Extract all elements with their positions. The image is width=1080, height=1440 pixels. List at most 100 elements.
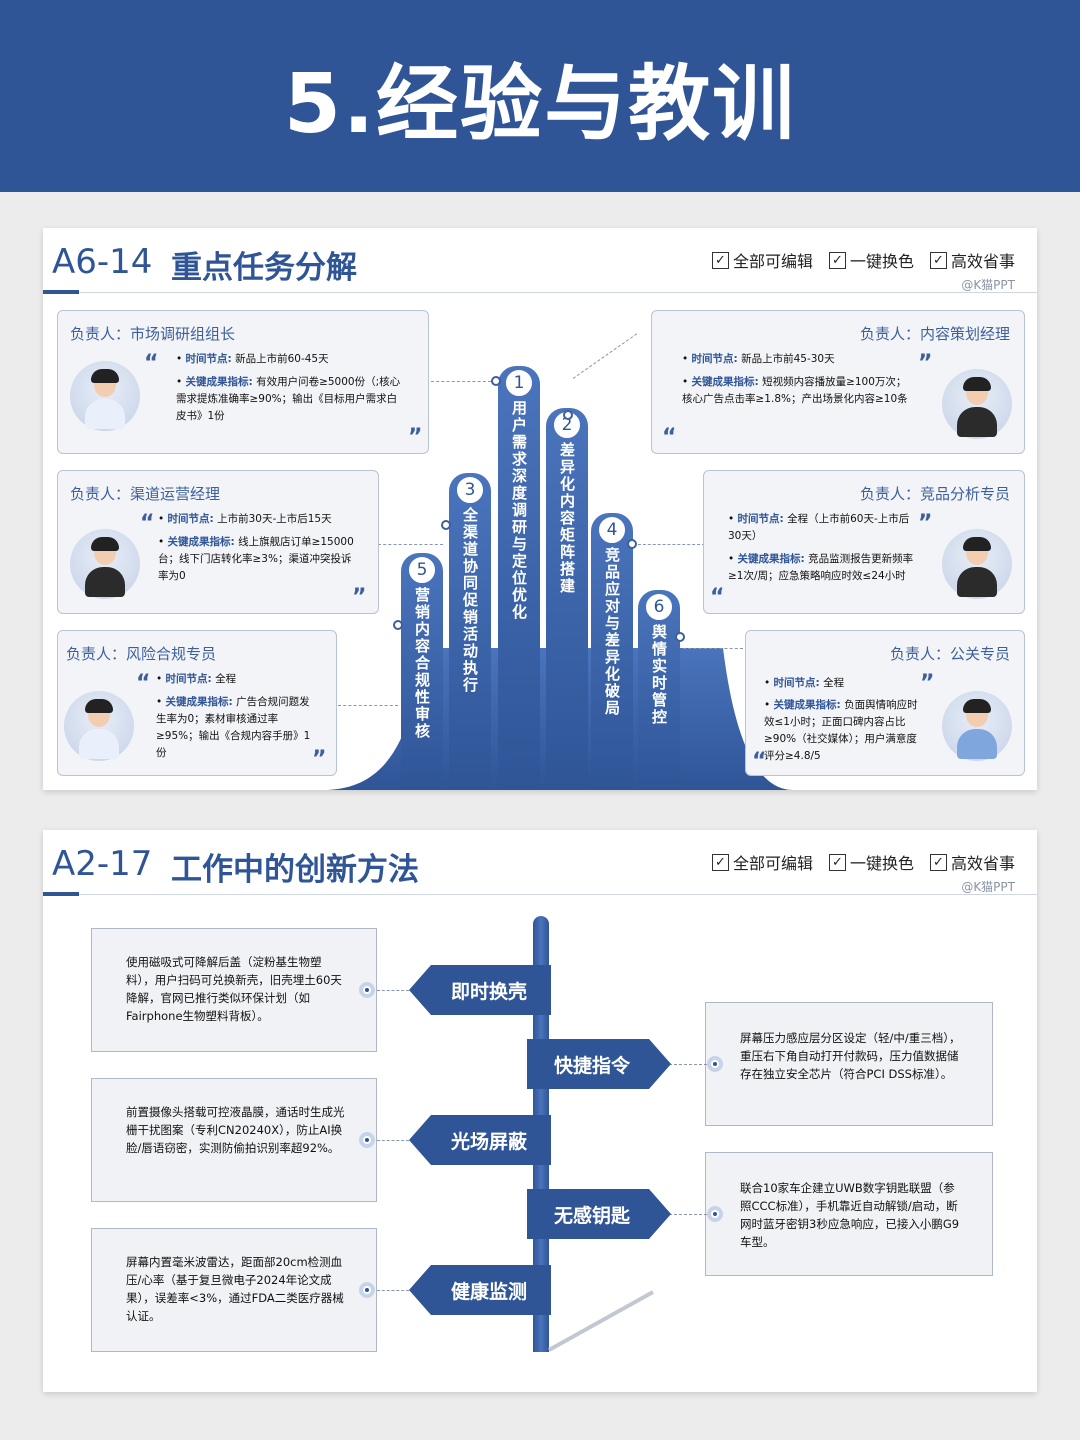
avatar <box>942 369 1012 439</box>
label-quick-command: 快捷指令 <box>527 1039 671 1089</box>
quote-open-icon: “ <box>136 671 151 696</box>
brand-watermark: @K猫PPT <box>961 880 1015 894</box>
card-kpi: • 关键成果指标: 短视频内容播放量≥100万次；核心广告点击率≥1.8%；产出… <box>682 376 908 405</box>
card-time: • 时间节点: 全程 <box>156 673 237 685</box>
checkbox-icon: ✓ <box>711 251 729 269</box>
feature-item: ✓一键换色 <box>828 248 914 272</box>
connector <box>377 990 409 991</box>
quote-open-icon: “ <box>144 351 159 376</box>
connector-dot <box>675 632 685 642</box>
card-kpi: • 关键成果指标: 竞品监测报告更新频率≥1次/周；应急策略响应时效≤24小时 <box>728 553 914 582</box>
quote-open-icon: “ <box>710 585 725 610</box>
method-box-left: 屏幕内置毫米波雷达，距面部20cm检测血压/心率（基于复旦微电子2024年论文成… <box>91 1228 377 1352</box>
quote-open-icon: “ <box>140 511 155 536</box>
method-box-right: 屏幕压力感应层分区设定（轻/中/重三档），重压右下角自动打开付款码，压力值数据储… <box>705 1002 993 1126</box>
connector-dot <box>563 410 573 420</box>
divider-accent <box>43 290 79 294</box>
pole-shadow <box>548 1290 654 1352</box>
connector <box>338 705 398 706</box>
connector <box>378 544 443 545</box>
card-role: 负责人：渠道运营经理 <box>70 485 221 503</box>
connector-dot <box>707 1056 723 1072</box>
card-time: • 时间节点: 上市前30天-上市后15天 <box>158 513 332 525</box>
connector-dot <box>627 539 637 549</box>
method-box-right: 联合10家车企建立UWB数字钥匙联盟（参照CCC标准），手机靠近自动解锁/启动，… <box>705 1152 993 1276</box>
avatar <box>942 529 1012 599</box>
label-lightfield-shield: 光场屏蔽 <box>409 1115 551 1165</box>
feature-item: ✓高效省事 <box>929 248 1015 272</box>
card-role: 负责人：市场调研组组长 <box>70 325 236 343</box>
card-channel-ops: 负责人：渠道运营经理 “ • 时间节点: 上市前30天-上市后15天 • 关键成… <box>57 470 379 614</box>
connector-dot <box>359 982 375 998</box>
connector-dot <box>441 520 451 530</box>
quote-close-icon: ” <box>312 747 327 772</box>
card-risk-compliance: 负责人：风险合规专员 “ • 时间节点: 全程 • 关键成果指标: 广告合规问题… <box>57 630 337 776</box>
card-role: 负责人：公关专员 <box>889 645 1010 663</box>
feature-item: ✓一键换色 <box>828 850 914 874</box>
slide-title: 重点任务分解 <box>171 250 357 286</box>
checkbox-icon: ✓ <box>929 853 947 871</box>
slide-task-breakdown: A6-14 重点任务分解 ✓全部可编辑 ✓一键换色 ✓高效省事 @K猫PPT 1… <box>43 228 1037 790</box>
checkbox-icon: ✓ <box>711 853 729 871</box>
slide-code: A2-17 <box>52 844 153 884</box>
label-instant-shell: 即时换壳 <box>409 965 551 1015</box>
feature-item: ✓全部可编辑 <box>711 850 813 874</box>
avatar <box>64 691 134 761</box>
quote-open-icon: “ <box>662 425 677 450</box>
slide-title: 工作中的创新方法 <box>171 852 419 888</box>
label-health-monitor: 健康监测 <box>409 1265 551 1315</box>
connector-dot <box>393 620 403 630</box>
connector-dot <box>359 1282 375 1298</box>
quote-close-icon: ” <box>918 351 933 376</box>
divider <box>43 292 1037 293</box>
checkbox-icon: ✓ <box>828 853 846 871</box>
quote-close-icon: ” <box>920 671 935 696</box>
avatar <box>942 691 1012 761</box>
card-kpi: • 关键成果指标: 线上旗舰店订单≥15000台；线下门店转化率≥3%；渠道冲突… <box>158 536 354 582</box>
checkbox-icon: ✓ <box>828 251 846 269</box>
card-kpi: • 关键成果指标: 广告合规问题发生率为0；素材审核通过率≥95%；输出《合规内… <box>156 696 311 759</box>
card-kpi: • 关键成果指标: 负面舆情响应时效≤1小时；正面口碑内容占比≥90%（社交媒体… <box>764 699 918 762</box>
avatar <box>70 361 140 431</box>
method-box-left: 使用磁吸式可降解后盖（淀粉基生物塑料），用户扫码可兑换新壳，旧壳埋土60天降解，… <box>91 928 377 1052</box>
feature-item: ✓全部可编辑 <box>711 248 813 272</box>
connector <box>683 648 743 649</box>
card-time: • 时间节点: 新品上市前60-45天 <box>176 353 329 365</box>
connector-dot <box>707 1206 723 1222</box>
feature-list: ✓全部可编辑 ✓一键换色 ✓高效省事 <box>711 850 1015 874</box>
checkbox-icon: ✓ <box>929 251 947 269</box>
card-role: 负责人：内容策划经理 <box>859 325 1010 343</box>
feature-item: ✓高效省事 <box>929 850 1015 874</box>
slide-innovation-methods: A2-17 工作中的创新方法 ✓全部可编辑 ✓一键换色 ✓高效省事 @K猫PPT… <box>43 830 1037 1392</box>
connector-dot <box>491 376 501 386</box>
card-competitor-analysis: 负责人：竞品分析专员 ” • 时间节点: 全程（上市前60天-上市后30天） •… <box>703 470 1025 614</box>
card-market-research: 负责人：市场调研组组长 “ • 时间节点: 新品上市前60-45天 • 关键成果… <box>57 310 429 454</box>
banner: 5.经验与教训 <box>0 0 1080 192</box>
divider <box>43 894 1037 895</box>
card-kpi: • 关键成果指标: 有效用户问卷≥5000份（;核心需求提炼准确率≥90%；输出… <box>176 376 401 422</box>
connector <box>633 544 705 545</box>
connector <box>669 1214 707 1215</box>
label-keyless: 无感钥匙 <box>527 1189 671 1239</box>
connector <box>377 1140 409 1141</box>
card-role: 负责人：风险合规专员 <box>66 645 217 663</box>
card-time: • 时间节点: 全程 <box>764 677 845 689</box>
brand-watermark: @K猫PPT <box>961 278 1015 292</box>
feature-list: ✓全部可编辑 ✓一键换色 ✓高效省事 <box>711 248 1015 272</box>
card-public-relations: 负责人：公关专员 ” • 时间节点: 全程 • 关键成果指标: 负面舆情响应时效… <box>745 630 1025 776</box>
quote-close-icon: ” <box>352 585 367 610</box>
quote-close-icon: ” <box>408 425 423 450</box>
card-content-planning: 负责人：内容策划经理 ” • 时间节点: 新品上市前45-30天 • 关键成果指… <box>651 310 1025 454</box>
card-time: • 时间节点: 新品上市前45-30天 <box>682 353 835 365</box>
method-box-left: 前置摄像头搭载可控液晶膜，通话时生成光栅干扰图案（专利CN20240X），防止A… <box>91 1078 377 1202</box>
banner-title: 5.经验与教训 <box>283 56 797 152</box>
connector <box>377 1290 409 1291</box>
connector <box>572 333 638 379</box>
connector-dot <box>359 1132 375 1148</box>
quote-open-icon: “ <box>752 749 767 774</box>
